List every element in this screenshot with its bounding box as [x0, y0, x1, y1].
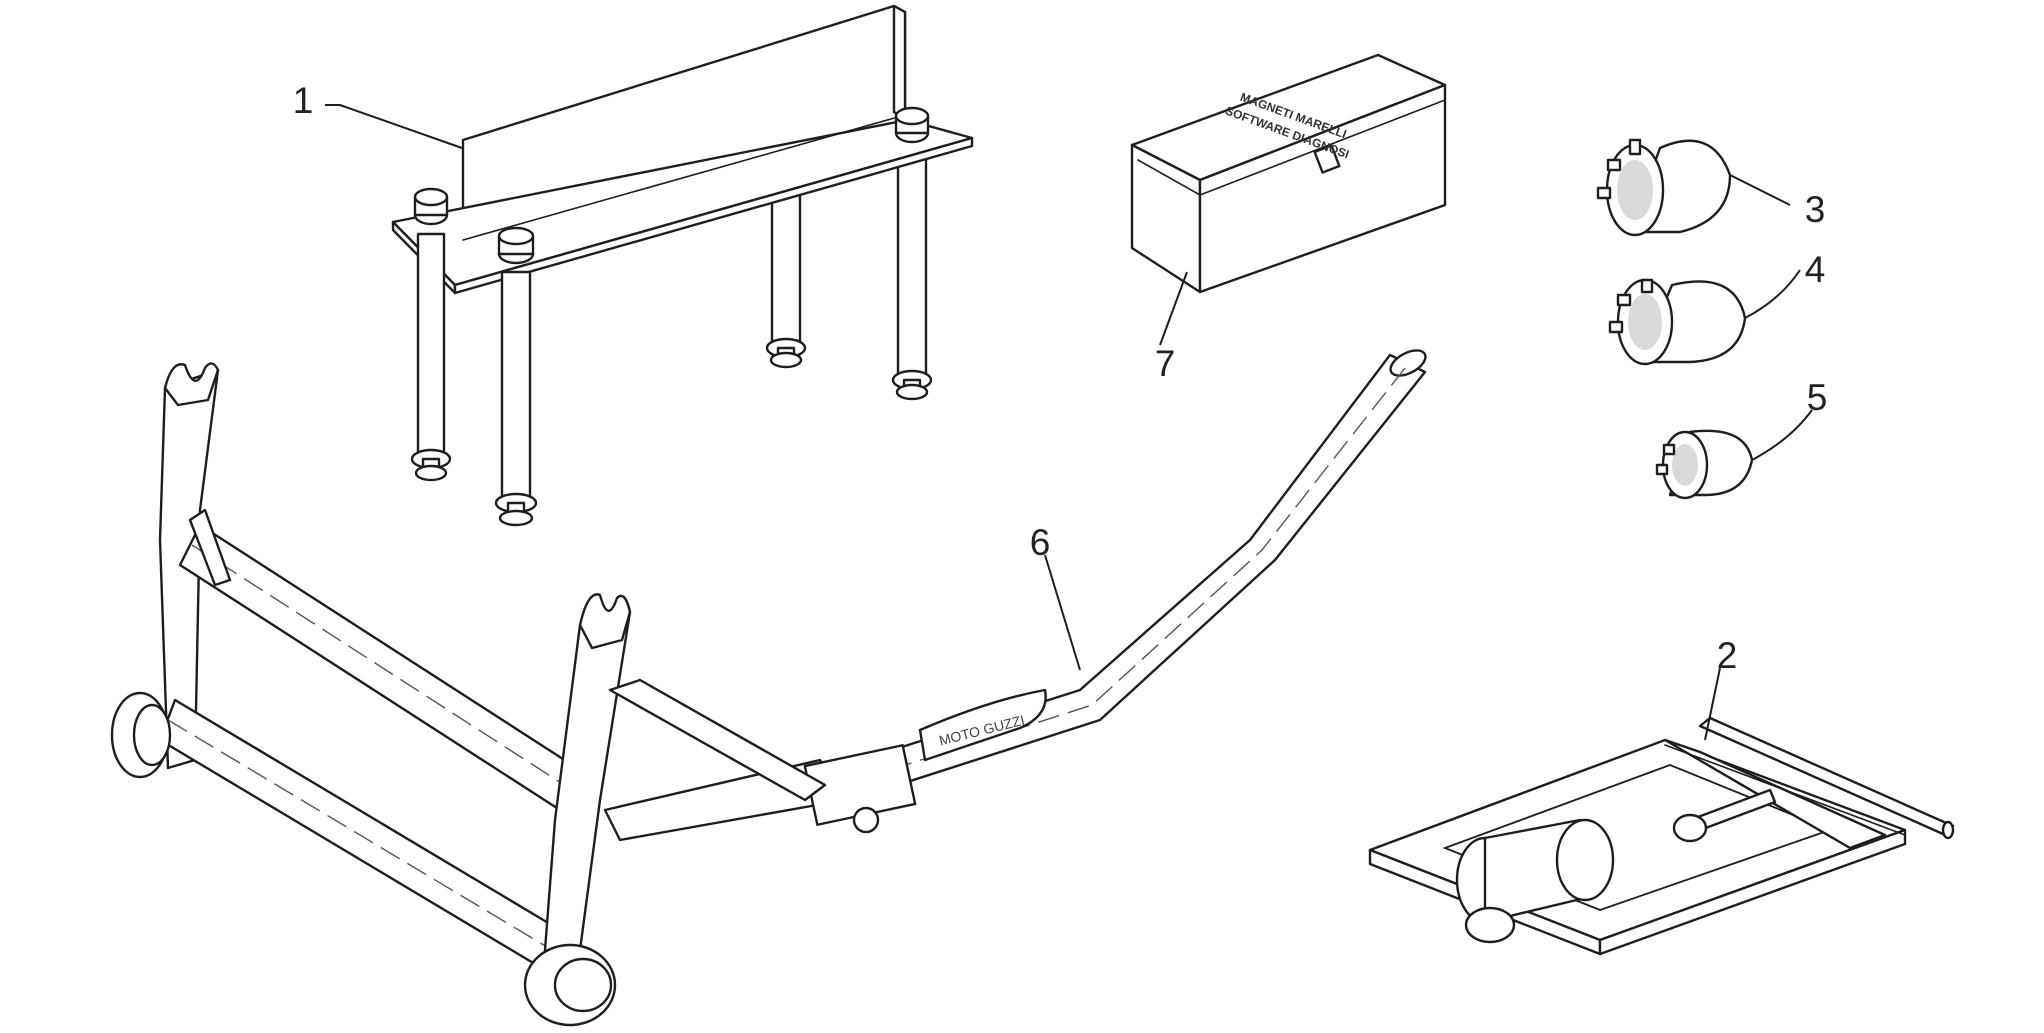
callout-4: 4: [1805, 249, 1826, 290]
frame-tool-base: [1368, 716, 1955, 956]
ring-nut-wrench-large: [1596, 138, 1732, 237]
fixture-nut: [497, 226, 535, 265]
callout-5: 5: [1807, 377, 1828, 418]
stand-wheel-left: [110, 691, 172, 779]
callout-3: 3: [1805, 189, 1826, 230]
leader-lines: [325, 104, 1813, 741]
ring-nut-wrench-small: [1655, 429, 1754, 500]
callout-2: 2: [1717, 635, 1738, 676]
callout-6: 6: [1030, 522, 1051, 563]
diagnostic-software-box: MAGNETI MARELLI SOFTWARE DIAGNOSI: [1130, 53, 1447, 294]
callout-1: 1: [293, 80, 314, 121]
central-stand: MOTO GUZZI: [110, 349, 1427, 1027]
engine-support-fixture: [391, 4, 974, 527]
callout-labels: 1 7 3 4 5 6 2: [293, 80, 1828, 676]
callout-7: 7: [1155, 343, 1176, 384]
fixture-nut: [894, 106, 930, 144]
fixture-nut: [413, 187, 449, 226]
ring-nut-wrench-medium: [1608, 278, 1747, 366]
stand-wheel-right: [523, 943, 617, 1027]
